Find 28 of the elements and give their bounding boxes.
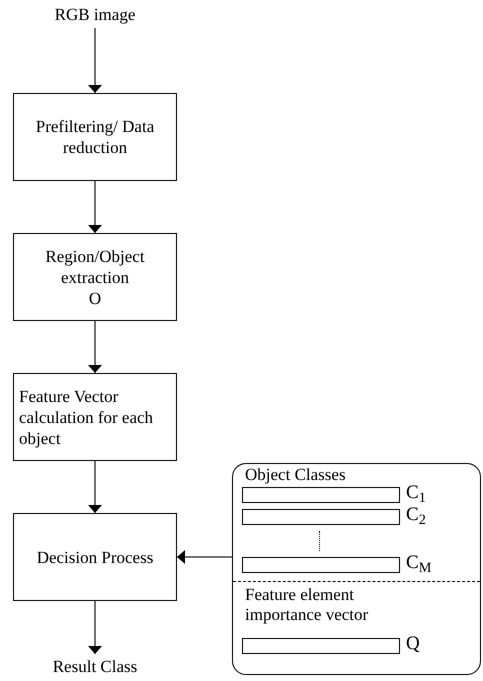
vector-bar — [242, 557, 400, 573]
vector-bar — [242, 509, 400, 525]
panel-box — [232, 463, 481, 675]
box-text: O — [88, 288, 102, 308]
vector-label: Q — [406, 634, 420, 654]
arrow — [91, 28, 99, 94]
vector-label: C$_{2}$ — [406, 505, 426, 525]
box-text: Region/Object extraction — [44, 246, 146, 288]
box-text: Decision Process — [36, 546, 154, 568]
vector-bar — [242, 638, 400, 654]
process-box — [13, 513, 177, 601]
panel-heading: Feature element importance vector — [245, 585, 370, 625]
arrow — [91, 460, 99, 514]
arrow — [176, 553, 232, 561]
flow-label: Result Class — [40, 654, 150, 680]
process-box — [13, 373, 177, 461]
process-box — [13, 233, 177, 321]
box-text: Feature Vector calculation for each object — [19, 386, 154, 448]
arrow — [91, 320, 99, 374]
vector-bar — [242, 487, 400, 503]
flow-label: RGB image — [40, 2, 150, 28]
arrow — [91, 600, 99, 654]
process-box — [13, 93, 177, 181]
arrow — [91, 180, 99, 234]
box-text: Prefiltering/ Data reduction — [34, 116, 156, 158]
vector-label: C$_{M}$ — [406, 553, 432, 573]
panel-heading: Object Classes — [245, 465, 346, 485]
vector-label: C$_{1}$ — [406, 483, 426, 503]
